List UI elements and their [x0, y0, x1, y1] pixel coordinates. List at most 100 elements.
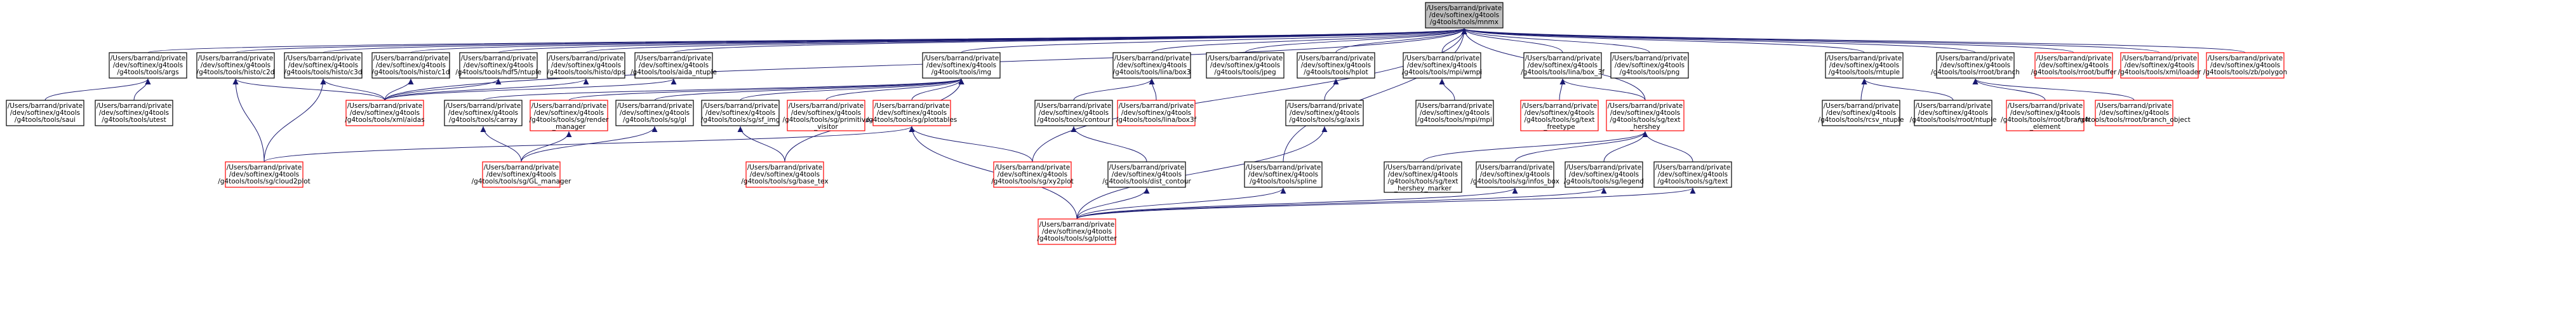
node-linabox3f[interactable]: /Users/barrand/private/dev/softinex/g4to… [1116, 100, 1197, 126]
node-label-line: /g4tools/tools/histo/c3d [284, 69, 363, 76]
node-label-line: /dev/softinex/g4tools [750, 171, 820, 178]
node-box [1034, 100, 1113, 126]
node-histodps[interactable]: /Users/barrand/private/dev/softinex/g4to… [547, 52, 625, 79]
node-label-line: /g4tools/tools/lina/box_3f [1521, 69, 1605, 76]
node-label-line: /g4tools/tools/sg/sf_img [701, 116, 780, 124]
edge-rroothtuple-to-rntuple [1861, 78, 1954, 101]
node-mpimpi[interactable]: /Users/barrand/private/dev/softinex/g4to… [1415, 100, 1494, 126]
node-label-line: /dev/softinex/g4tools [1480, 171, 1550, 178]
edge-contour-to-box3 [1073, 78, 1155, 101]
node-branchelement[interactable]: /Users/barrand/private/dev/softinex/g4to… [2001, 100, 2090, 131]
node-plottables[interactable]: /Users/barrand/private/dev/softinex/g4to… [867, 100, 958, 126]
node-carray[interactable]: /Users/barrand/private/dev/softinex/g4to… [444, 100, 523, 126]
node-box [1244, 161, 1323, 188]
node-rrootbuffer[interactable]: /Users/barrand/private/dev/softinex/g4to… [2031, 52, 2117, 79]
node-label-line: /Users/barrand/private [2036, 55, 2111, 62]
node-rootbranch[interactable]: /Users/barrand/private/dev/softinex/g4to… [1931, 52, 2020, 79]
node-box [1206, 52, 1285, 79]
node-glmanager[interactable]: /Users/barrand/private/dev/softinex/g4to… [472, 161, 571, 188]
node-distcontour[interactable]: /Users/barrand/private/dev/softinex/g4to… [1102, 161, 1191, 188]
node-wmpi[interactable]: /Users/barrand/private/dev/softinex/g4to… [1402, 52, 1482, 79]
node-box [6, 100, 84, 126]
node-sgaxis[interactable]: /Users/barrand/private/dev/softinex/g4to… [1285, 100, 1364, 126]
node-img[interactable]: /Users/barrand/private/dev/softinex/g4to… [922, 52, 1001, 79]
node-histo2d[interactable]: /Users/barrand/private/dev/softinex/g4to… [196, 52, 275, 79]
node-box [1297, 52, 1375, 79]
node-histo1d[interactable]: /Users/barrand/private/dev/softinex/g4to… [371, 52, 450, 79]
node-label-line: /g4tools/tools/lina/box3 [1113, 69, 1191, 76]
node-label-line: /g4tools/tools/sg/text [1610, 116, 1680, 124]
edge-saui-to-args [44, 78, 151, 101]
node-box [1107, 161, 1186, 188]
node-primvisitor[interactable]: /Users/barrand/private/dev/softinex/g4to… [782, 100, 870, 131]
node-label-line: /dev/softinex/g4tools [99, 109, 169, 117]
node-spline[interactable]: /Users/barrand/private/dev/softinex/g4to… [1244, 161, 1323, 188]
node-label-line: /dev/softinex/g4tools [639, 62, 709, 69]
node-xmlloader[interactable]: /Users/barrand/private/dev/softinex/g4to… [2118, 52, 2201, 79]
node-label-line: /g4tools/tools/hdf5/ntuple [455, 69, 541, 76]
edge-basetex-to-sfimg [737, 126, 785, 162]
node-hdf5[interactable]: /Users/barrand/private/dev/softinex/g4to… [455, 52, 542, 79]
node-label-line: /g4tools/tools/img [931, 69, 991, 76]
node-label-line: /dev/softinex/g4tools [486, 171, 556, 178]
nodes-layer: /Users/barrand/private/dev/softinex/g4to… [6, 2, 2287, 245]
node-aida[interactable]: /Users/barrand/private/dev/softinex/g4to… [631, 52, 717, 79]
node-label-line: /Users/barrand/private [1608, 102, 1683, 110]
node-label-line: /dev/softinex/g4tools [2039, 62, 2109, 69]
node-freetype[interactable]: /Users/barrand/private/dev/softinex/g4to… [1520, 100, 1599, 131]
node-sfimg[interactable]: /Users/barrand/private/dev/softinex/g4to… [701, 100, 780, 126]
edge-renderman-to-img [568, 78, 964, 101]
edge-plotter-to-sgaxis [1076, 126, 1328, 220]
node-contour[interactable]: /Users/barrand/private/dev/softinex/g4to… [1034, 100, 1113, 126]
node-jpeg[interactable]: /Users/barrand/private/dev/softinex/g4to… [1206, 52, 1285, 79]
node-label-line: /Users/barrand/private [446, 102, 521, 110]
node-label-line: /dev/softinex/g4tools [1121, 109, 1191, 117]
node-box [530, 100, 608, 131]
node-rroothtuple[interactable]: /Users/barrand/private/dev/softinex/g4to… [1910, 100, 1997, 126]
node-label-line: /g4tools/tools/rroot/buffer [2031, 69, 2117, 76]
node-box [95, 100, 173, 126]
node-png[interactable]: /Users/barrand/private/dev/softinex/g4to… [1610, 52, 1689, 79]
node-box [1403, 52, 1481, 79]
node-args[interactable]: /Users/barrand/private/dev/softinex/g4to… [109, 52, 187, 79]
node-label-line: /g4tools/tools/args [117, 69, 178, 76]
node-label-line: /dev/softinex/g4tools [2010, 109, 2080, 117]
node-saui[interactable]: /Users/barrand/private/dev/softinex/g4to… [6, 100, 84, 126]
node-label-line: /Users/barrand/private [995, 164, 1070, 171]
node-label-line: /Users/barrand/private [97, 102, 171, 110]
node-box [1523, 52, 1602, 79]
node-infobox[interactable]: /Users/barrand/private/dev/softinex/g4to… [1471, 161, 1559, 188]
node-label-line: /dev/softinex/g4tools [2125, 62, 2194, 69]
node-box3f[interactable]: /Users/barrand/private/dev/softinex/g4to… [1521, 52, 1605, 79]
node-rootn[interactable]: /Users/barrand/private/dev/softinex/g4to… [1425, 2, 1504, 29]
node-box3[interactable]: /Users/barrand/private/dev/softinex/g4to… [1112, 52, 1191, 79]
node-label-line: /dev/softinex/g4tools [448, 109, 518, 117]
node-sglegend[interactable]: /Users/barrand/private/dev/softinex/g4to… [1564, 161, 1644, 188]
node-hersheymarker[interactable]: /Users/barrand/private/dev/softinex/g4to… [1384, 161, 1462, 193]
node-box [109, 52, 187, 79]
node-label-line: /dev/softinex/g4tools [1420, 109, 1490, 117]
node-basetex[interactable]: /Users/barrand/private/dev/softinex/g4to… [741, 161, 829, 188]
node-label-line: /Users/barrand/private [874, 102, 949, 110]
node-xmlaidas[interactable]: /Users/barrand/private/dev/softinex/g4to… [345, 100, 425, 126]
node-label-line: /dev/softinex/g4tools [1610, 109, 1680, 117]
node-label-line: /Users/barrand/private [1109, 164, 1184, 171]
node-zbpolygon[interactable]: /Users/barrand/private/dev/softinex/g4to… [2203, 52, 2287, 79]
node-label-line: /dev/softinex/g4tools [1301, 62, 1371, 69]
node-xy2plot[interactable]: /Users/barrand/private/dev/softinex/g4to… [991, 161, 1074, 188]
node-sggl[interactable]: /Users/barrand/private/dev/softinex/g4to… [615, 100, 694, 126]
node-branchobject[interactable]: /Users/barrand/private/dev/softinex/g4to… [2078, 100, 2191, 126]
node-box [482, 161, 561, 188]
node-texthershey[interactable]: /Users/barrand/private/dev/softinex/g4to… [1606, 100, 1685, 131]
node-label-line: /Users/barrand/private [1566, 164, 1641, 171]
node-sgtext[interactable]: /Users/barrand/private/dev/softinex/g4to… [1653, 161, 1732, 188]
node-cloud2plot[interactable]: /Users/barrand/private/dev/softinex/g4to… [218, 161, 310, 188]
node-box [1520, 100, 1599, 131]
node-hplot[interactable]: /Users/barrand/private/dev/softinex/g4to… [1297, 52, 1375, 79]
node-rntuple[interactable]: /Users/barrand/private/dev/softinex/g4to… [1825, 52, 1904, 79]
node-renderman[interactable]: /Users/barrand/private/dev/softinex/g4to… [530, 100, 610, 131]
node-csvntuple[interactable]: /Users/barrand/private/dev/softinex/g4to… [1819, 100, 1904, 126]
node-utest[interactable]: /Users/barrand/private/dev/softinex/g4to… [95, 100, 173, 126]
node-histo3d[interactable]: /Users/barrand/private/dev/softinex/g4to… [284, 52, 363, 79]
node-plotter[interactable]: /Users/barrand/private/dev/softinex/g4to… [1037, 218, 1117, 245]
